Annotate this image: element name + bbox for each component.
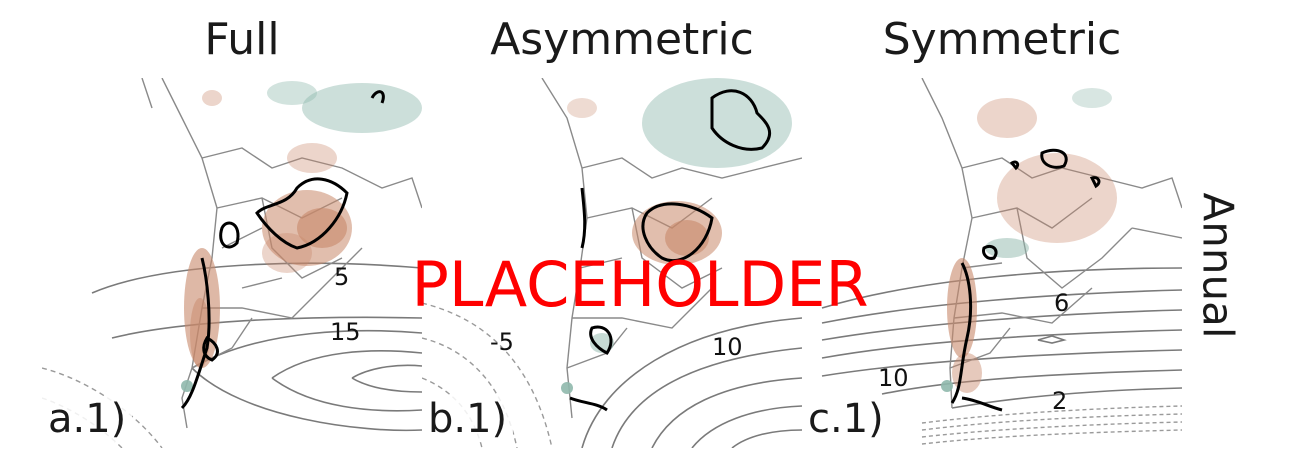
map-panel-full: 5 15 a.1) bbox=[42, 78, 422, 448]
contour-label-2: 2 bbox=[1052, 387, 1067, 415]
contour-label-10: 10 bbox=[712, 333, 743, 361]
map-full: 5 15 bbox=[42, 78, 422, 448]
panel-title-asymmetric: Asymmetric bbox=[490, 14, 754, 65]
positive-shading bbox=[947, 98, 1117, 393]
significance-contours bbox=[950, 148, 1101, 412]
contour-lines bbox=[581, 317, 802, 448]
row-label-text: Annual bbox=[1193, 192, 1243, 338]
map-asymmetric: -5 10 bbox=[422, 78, 802, 448]
panel-label-b1: b.1) bbox=[422, 396, 514, 442]
contour-lines bbox=[821, 267, 1182, 409]
map-panel-symmetric: 6 2 10 c.1) bbox=[802, 78, 1182, 448]
negative-shading bbox=[561, 78, 792, 394]
negative-contours bbox=[921, 405, 1182, 445]
significance-contours bbox=[180, 90, 385, 410]
contour-lines bbox=[91, 262, 422, 432]
contour-label-6: 6 bbox=[1054, 289, 1069, 317]
map-panel-asymmetric: -5 10 b.1) bbox=[422, 78, 802, 448]
panel-label-c1: c.1) bbox=[802, 396, 890, 442]
positive-shading bbox=[567, 98, 722, 265]
negative-shading bbox=[941, 88, 1112, 392]
panel-label-a1: a.1) bbox=[42, 396, 133, 442]
row-label-annual: Annual bbox=[1188, 185, 1248, 345]
significance-contours bbox=[569, 89, 772, 412]
contour-label-15: 15 bbox=[330, 318, 361, 346]
panel-title-symmetric: Symmetric bbox=[882, 14, 1122, 65]
negative-shading bbox=[181, 81, 422, 392]
contour-label-5: 5 bbox=[334, 263, 349, 291]
map-symmetric: 6 2 10 bbox=[821, 78, 1182, 445]
contour-label-neg5: -5 bbox=[490, 328, 514, 356]
contour-label-10-partial: 10 bbox=[878, 364, 909, 392]
panel-title-full: Full bbox=[204, 14, 280, 65]
